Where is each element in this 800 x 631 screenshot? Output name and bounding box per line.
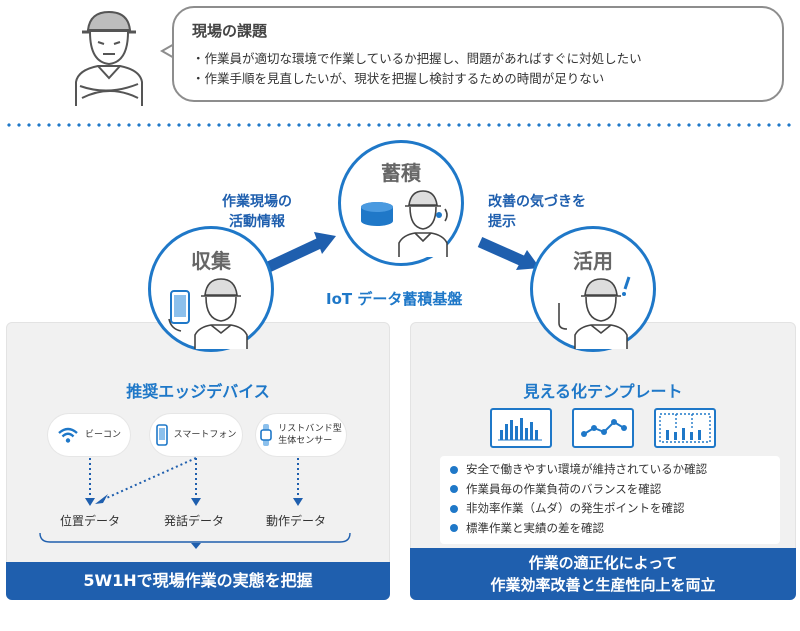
device-wristband: リストバンド型 生体センサー [256,414,346,456]
device-wristband-label-line1: リストバンド型 [278,424,342,434]
wifi-icon [58,427,78,443]
left-panel-title: 推奨エッジデバイス [126,382,270,401]
arrow-head-right-icon [314,232,336,254]
check-list: 安全で働きやすい環境が維持されているか確認 作業員毎の作業負荷のバランスを確認 … [440,456,780,544]
bullet-dot-icon [450,485,458,494]
stage-store-label: 蓄積 [381,161,421,185]
stage-collect-circle: 収集 [148,226,274,352]
stage-utilize-label: 活用 [573,249,613,273]
issue-title: 現場の課題 [192,22,268,40]
issue-item: 作業手順を見直したいが、現状を把握し検討するための時間が足りない [192,69,764,89]
right-panel-title: 見える化テンプレート [523,382,683,401]
template-bar-chart [490,408,552,448]
device-wristband-label-line2: 生体センサー [278,436,333,446]
check-item: 非効率作業（ムダ）の発生ポイントを確認 [450,499,770,519]
device-smartphone-label: スマートフォン [173,430,237,440]
worker-headset-icon [398,190,448,257]
smartphone-in-hand-icon [168,290,190,332]
check-item: 作業員毎の作業負荷のバランスを確認 [450,480,770,500]
flow-label-right-line1: 改善の気づきを [488,194,586,210]
flow-label-left: 作業現場の 活動情報 [222,192,292,232]
stage-store-circle: 蓄積 [338,140,464,266]
check-item-text: 安全で働きやすい環境が維持されているか確認 [466,462,708,476]
bullet-dot-icon [450,465,458,474]
bullet-dot-icon [450,524,458,533]
right-banner-line2: 作業効率改善と生産性向上を両立 [490,576,716,594]
wristband-icon [260,424,273,446]
device-beacon: ビーコン [48,414,130,456]
device-smartphone: スマートフォン [150,414,242,456]
device-beacon-label: ビーコン [84,430,121,440]
stage-collect-label: 収集 [191,249,231,273]
flow-label-left-line2: 活動情報 [229,214,285,230]
device-wristband-label: リストバンド型 生体センサー [278,423,341,447]
worker-icon [194,278,248,349]
dotted-divider [4,122,796,128]
check-item: 安全で働きやすい環境が維持されているか確認 [450,460,770,480]
flow-label-right-line2: 提示 [488,214,516,230]
check-item-text: 作業員毎の作業負荷のバランスを確認 [466,481,662,496]
smartphone-icon [155,424,168,446]
bar-chart-icon [498,418,542,441]
bullet-dot-icon [450,504,458,513]
exclamation-icon [622,276,631,296]
right-banner: 作業の適正化によって 作業効率改善と生産性向上を両立 [410,548,796,600]
template-line-chart [572,408,634,448]
flow-label-right: 改善の気づきを 提示 [488,192,586,232]
stage-utilize-circle: 活用 [530,226,656,352]
line-chart-icon [581,419,627,437]
check-item: 標準作業と実績の差を確認 [450,519,770,539]
check-item-text: 標準作業と実績の差を確認 [466,520,604,535]
platform-label: IoT データ蓄積基盤 [326,290,463,308]
issue-speech-bubble: 現場の課題 作業員が適切な環境で作業しているか把握し、問題があればすぐに対処した… [172,6,784,102]
left-banner: 5W1Hで現場作業の実態を把握 [6,562,390,600]
data-label-position: 位置データ [60,514,121,528]
check-item-text: 非効率作業（ムダ）の発生ポイントを確認 [466,501,685,515]
right-banner-line1: 作業の適正化によって [528,554,678,572]
issue-item: 作業員が適切な環境で作業しているか把握し、問題があればすぐに対処したい [192,49,764,69]
flow-label-left-line1: 作業現場の [222,194,292,210]
template-floor-map [654,408,716,448]
worker-arms-crossed-icon [75,10,143,106]
worker-pointing-icon [558,278,628,349]
data-label-motion: 動作データ [266,514,327,528]
floor-map-icon [659,413,711,443]
database-icon [361,202,393,226]
data-label-speech: 発話データ [164,514,225,528]
